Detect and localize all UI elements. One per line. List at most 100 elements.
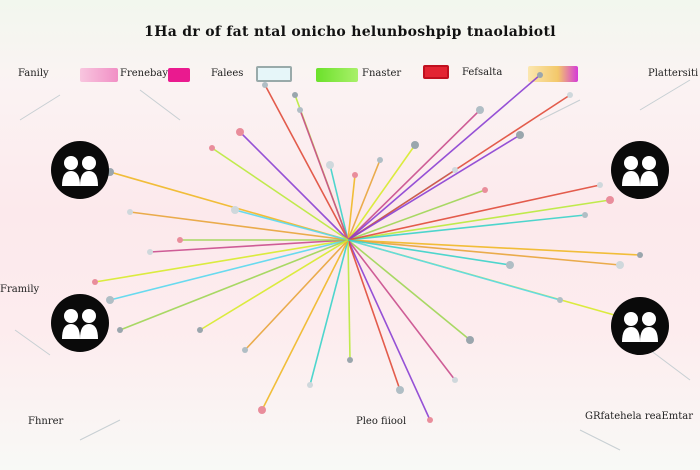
people-icon (611, 297, 669, 355)
network-edge (261, 239, 349, 411)
faint-edge (139, 89, 181, 121)
network-node (537, 72, 543, 78)
network-edge (264, 84, 349, 241)
network-node (637, 252, 643, 258)
legend-swatch-3 (256, 66, 292, 82)
faint-edge (79, 419, 121, 441)
network-edge (109, 239, 349, 301)
network-edge (299, 109, 349, 241)
network-edge (129, 211, 349, 241)
network-edge (94, 239, 349, 283)
network-node (396, 386, 404, 394)
network-node (92, 279, 98, 285)
network-edge (244, 239, 349, 351)
legend-label-2: Frenebay (120, 68, 169, 79)
bottom-label-left: Fhnrer (28, 416, 64, 427)
faint-edge (14, 329, 51, 356)
network-edge (329, 164, 349, 241)
network-node (262, 82, 268, 88)
legend-label-3: Falees (211, 68, 244, 79)
people-icon (611, 141, 669, 199)
network-edge (119, 239, 349, 331)
side-label-left: Framily (0, 284, 40, 295)
network-edge (199, 239, 349, 331)
faint-edge (639, 79, 691, 111)
network-nodes (92, 72, 643, 423)
network-edge (347, 214, 586, 241)
network-edge (347, 239, 641, 256)
network-node (482, 187, 488, 193)
network-edge (347, 239, 351, 361)
network-edge (347, 74, 541, 241)
legend-label-1: Fanily (18, 68, 49, 79)
network-edge (347, 199, 611, 241)
legend-label-6: Plattersiti (648, 68, 699, 79)
network-edge (347, 109, 481, 241)
faint-edge (539, 99, 581, 121)
network-node (297, 107, 303, 113)
network-edge (149, 239, 349, 253)
network-node (427, 417, 433, 423)
legend-label-5: Fefsalta (462, 67, 503, 78)
network-node (516, 131, 524, 139)
network-node (209, 145, 215, 151)
network-edge (347, 239, 401, 391)
network-node (242, 347, 248, 353)
network-node (127, 209, 133, 215)
faint-edge (579, 429, 621, 451)
network-node (347, 357, 353, 363)
network-edge (347, 239, 456, 381)
network-node (597, 182, 603, 188)
network-node (411, 141, 419, 149)
network-node (197, 327, 203, 333)
network-node (452, 377, 458, 383)
network-node (557, 297, 563, 303)
legend-swatch-5 (423, 65, 449, 79)
network-node (582, 212, 588, 218)
network-edge (347, 134, 521, 241)
network-edge (347, 189, 486, 241)
network-node (258, 406, 266, 414)
network-node (616, 261, 624, 269)
network-node (466, 336, 474, 344)
network-node (147, 249, 153, 255)
legend-swatch-2 (168, 68, 190, 82)
network-node (452, 167, 458, 173)
legend-label-4: Fnaster (362, 68, 402, 79)
network-edge (347, 174, 356, 241)
network-node (177, 237, 183, 243)
network-edge (309, 239, 349, 386)
bottom-label-center: Pleo fiiool (356, 416, 407, 427)
network-edge (211, 147, 349, 241)
network-edge (347, 184, 601, 241)
network-node (476, 106, 484, 114)
network-edge (347, 144, 416, 241)
network-edge (347, 159, 381, 241)
network-node (326, 161, 334, 169)
network-edge (239, 131, 349, 241)
network-edge (347, 239, 471, 341)
network-node (292, 92, 298, 98)
network-node (236, 128, 244, 136)
faint-edge (19, 94, 61, 121)
network-node (106, 296, 114, 304)
network-edge (234, 209, 349, 241)
network-edge (347, 239, 561, 301)
people-icon (51, 294, 109, 352)
network-node (231, 206, 239, 214)
network-node (567, 92, 573, 98)
network-edge (347, 239, 621, 266)
bottom-label-right: GRfatehela reaEmtar (585, 411, 694, 422)
network-node (307, 382, 313, 388)
network-edge (347, 239, 511, 266)
legend-swatch-6 (528, 66, 578, 82)
faint-edge (649, 349, 691, 381)
diagram-title: 1Ha dr of fat ntal onicho helunboshpip t… (144, 24, 556, 40)
network-edge (347, 94, 571, 241)
people-icon (51, 141, 109, 199)
network-node (377, 157, 383, 163)
network-node (352, 172, 358, 178)
network-edge (347, 239, 431, 421)
network-edges (14, 74, 691, 451)
